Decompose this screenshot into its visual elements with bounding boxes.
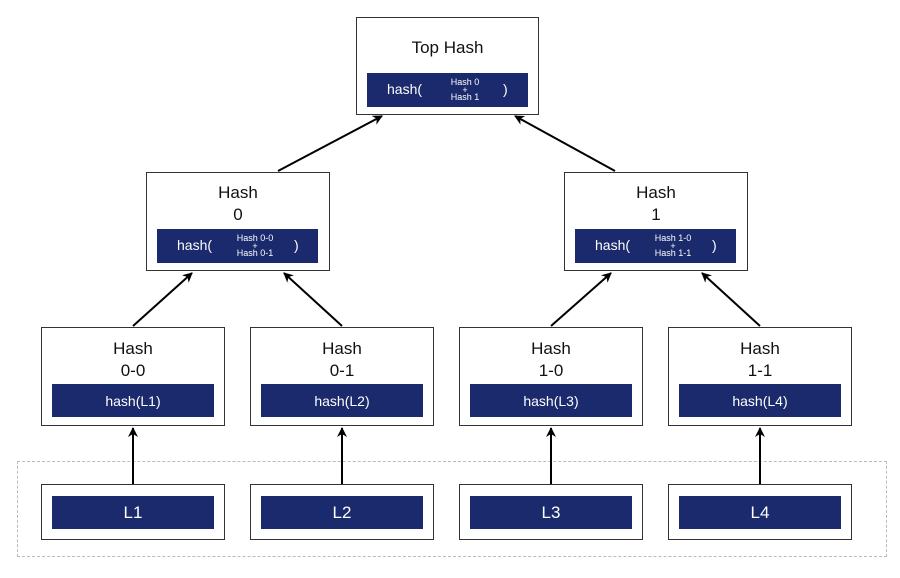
hash-0-1-bar: hash(L2) — [261, 384, 423, 417]
leaf-l3-node: L3 — [459, 484, 643, 540]
leaf-l4-label: L4 — [750, 502, 770, 522]
hash-0-title-line1: Hash — [218, 183, 258, 202]
hash-1-1-node: Hash 1-1 hash(L4) — [668, 327, 852, 426]
hash-inputs: Hash 0-0 + Hash 0-1 — [227, 234, 283, 258]
arrow-h01 — [283, 272, 343, 327]
hash-1-0-bar: hash(L3) — [470, 384, 632, 417]
plus-sign: + — [670, 241, 676, 251]
hash-inputs: Hash 1-0 + Hash 1-1 — [645, 234, 701, 258]
hash-0-1-value: hash(L2) — [314, 392, 370, 409]
hash-1-1-value: hash(L4) — [732, 392, 788, 409]
leaf-l1-label: L1 — [123, 502, 143, 522]
hash-1-0-title-line2: 1-0 — [538, 361, 564, 380]
hash-0-0-node: Hash 0-0 hash(L1) — [41, 327, 225, 426]
input-a: Hash 0 — [450, 77, 480, 87]
input-b: Hash 1-1 — [654, 248, 692, 258]
hash-1-title-line2: 1 — [651, 205, 661, 224]
top-hash-node: Top Hash hash( Hash 0 + Hash 1 ) — [356, 17, 539, 115]
leaf-l1-node: L1 — [41, 484, 225, 540]
leaf-l3-bar: L3 — [470, 496, 632, 529]
hash-0-bar: hash( Hash 0-0 + Hash 0-1 ) — [157, 229, 318, 263]
leaf-l4-bar: L4 — [679, 496, 841, 529]
hash-1-0-title-line1: Hash — [531, 339, 571, 358]
hash-inputs: Hash 0 + Hash 1 — [437, 78, 493, 102]
hash-1-0-value: hash(L3) — [523, 392, 579, 409]
data-blocks-container — [17, 461, 887, 557]
leaf-l1-bar: L1 — [52, 496, 214, 529]
hash-close: ) — [712, 237, 717, 253]
hash-0-0-title-line2: 0-0 — [120, 361, 146, 380]
top-hash-bar: hash( Hash 0 + Hash 1 ) — [367, 73, 528, 107]
arrow-h10 — [550, 272, 612, 327]
input-a: Hash 1-0 — [654, 233, 692, 243]
leaf-l2-node: L2 — [250, 484, 434, 540]
input-b: Hash 0-1 — [236, 248, 274, 258]
hash-1-title-line1: Hash — [636, 183, 676, 202]
hash-close: ) — [503, 81, 508, 97]
hash-close: ) — [294, 237, 299, 253]
hash-0-0-value: hash(L1) — [105, 392, 161, 409]
hash-open: hash( — [595, 237, 631, 253]
hash-0-0-bar: hash(L1) — [52, 384, 214, 417]
hash-1-1-title-line2: 1-1 — [747, 361, 773, 380]
leaf-l2-bar: L2 — [261, 496, 423, 529]
hash-0-title-line2: 0 — [233, 205, 243, 224]
plus-sign: + — [462, 85, 468, 95]
hash-open: hash( — [387, 81, 423, 97]
hash-0-1-node: Hash 0-1 hash(L2) — [250, 327, 434, 426]
hash-0-1-title-line1: Hash — [322, 339, 362, 358]
arrow-h0 — [277, 115, 383, 172]
leaf-l3-label: L3 — [541, 502, 561, 522]
hash-1-0-node: Hash 1-0 hash(L3) — [459, 327, 643, 426]
top-hash-title: Top Hash — [411, 38, 484, 57]
plus-sign: + — [252, 241, 258, 251]
hash-1-node: Hash 1 hash( Hash 1-0 + Hash 1-1 ) — [564, 172, 748, 271]
arrow-h00 — [132, 272, 193, 327]
hash-0-1-title-line2: 0-1 — [329, 361, 355, 380]
hash-1-1-bar: hash(L4) — [679, 384, 841, 417]
hash-1-1-title-line1: Hash — [740, 339, 780, 358]
hash-0-0-title-line1: Hash — [113, 339, 153, 358]
input-b: Hash 1 — [450, 92, 480, 102]
hash-1-bar: hash( Hash 1-0 + Hash 1-1 ) — [575, 229, 736, 263]
input-a: Hash 0-0 — [236, 233, 274, 243]
leaf-l2-label: L2 — [332, 502, 352, 522]
arrow-h1 — [514, 115, 616, 172]
hash-open: hash( — [177, 237, 213, 253]
leaf-l4-node: L4 — [668, 484, 852, 540]
arrow-h11 — [701, 272, 761, 327]
hash-0-node: Hash 0 hash( Hash 0-0 + Hash 0-1 ) — [146, 172, 330, 271]
